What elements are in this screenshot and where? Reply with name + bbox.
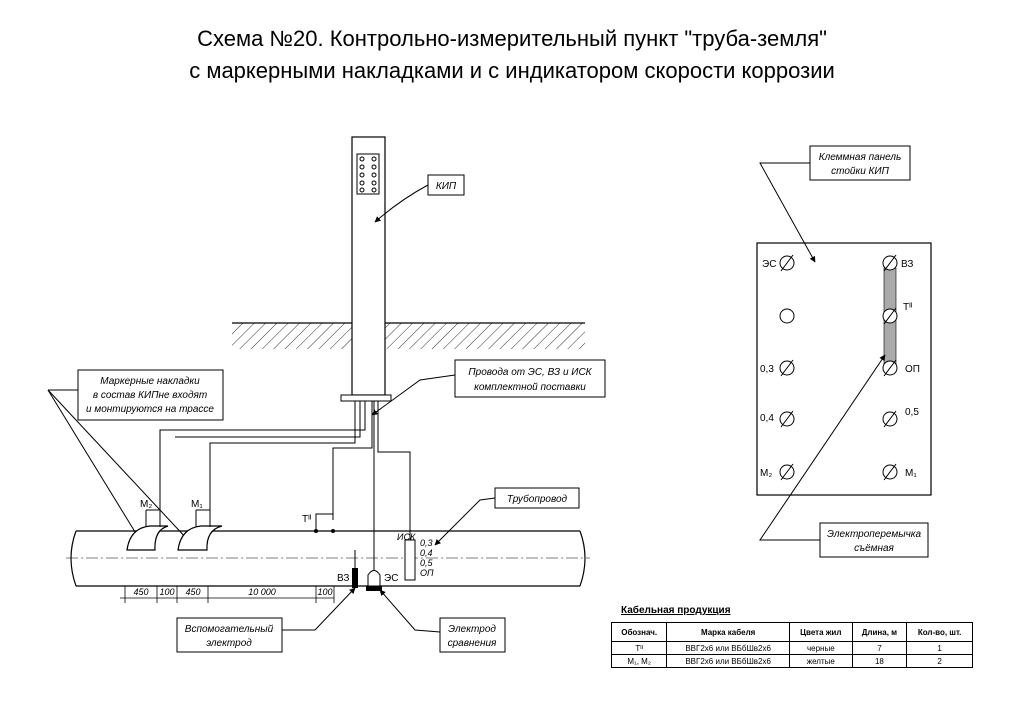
t-terminal: Тᴵᴵ	[302, 513, 335, 533]
panel-vz-label: ВЗ	[901, 259, 913, 270]
isk-04-label: 0,4	[420, 548, 433, 558]
es-label: ЭС	[384, 573, 398, 584]
pipeline-callout: Трубопровод	[434, 487, 580, 546]
dimension-values: 450 100 450 10 000 100	[133, 587, 332, 597]
ref-electrode-callout: Электрод сравнения	[379, 589, 506, 653]
marker-m1-label: М₁	[191, 499, 203, 510]
terminal-m2: М₂	[760, 463, 795, 481]
header-core-color: Цвета жил	[788, 622, 853, 642]
terminal-panel: ЭС 0,3 0,4 М₂ ВЗ Тᴵᴵ ОП	[756, 242, 932, 496]
wires-callout-line-2: комплектной поставки	[474, 382, 586, 393]
wires-callout: Провода от ЭС, ВЗ и ИСК комплектной пост…	[371, 359, 606, 416]
pipeline-callout-label: Трубопровод	[507, 493, 568, 505]
isk-indicator: ИСК 0,3 0,4 0,5 ОП	[397, 532, 434, 581]
kip-callout-label: КИП	[436, 181, 457, 192]
dim-450-b: 450	[185, 587, 200, 597]
jumper-callout: Электроперемычка съёмная	[759, 354, 929, 558]
panel-m1-label: М₁	[905, 468, 917, 479]
header-quantity: Кол-во, шт.	[906, 622, 973, 642]
wires-callout-line-1: Провода от ЭС, ВЗ и ИСК	[468, 367, 592, 378]
panel-t-label: Тᴵᴵ	[903, 302, 913, 313]
terminal-vz: ВЗ	[882, 254, 913, 272]
panel-callout-line-1: Клеммная панель	[819, 152, 902, 163]
ref-electrode-line-1: Электрод	[448, 624, 496, 635]
markers-callout-line-1: Маркерные накладки	[100, 376, 200, 387]
aux-electrode-line-2: электрод	[206, 638, 252, 649]
cable-table-header-row: Обознач. Марка кабеля Цвета жил Длина, м…	[610, 622, 973, 642]
table-row: Тᴵᴵ ВВГ2х6 или ВБбШв2х6 черные 7 1	[610, 641, 973, 655]
cable-table-caption: Кабельная продукция	[621, 605, 731, 616]
table-cell: черные	[788, 641, 853, 655]
isk-05-label: 0,5	[420, 558, 434, 568]
wire-bundle	[159, 401, 411, 570]
table-cell: 7	[851, 641, 908, 655]
table-cell: желтые	[788, 654, 853, 668]
isk-label: ИСК	[397, 532, 416, 542]
kip-terminal-bolts	[359, 156, 377, 193]
table-cell: 2	[906, 654, 973, 668]
panel-m2-label: М₂	[760, 468, 772, 479]
kip-post	[340, 136, 392, 402]
dim-100-a: 100	[159, 587, 174, 597]
dim-10000: 10 000	[248, 587, 276, 597]
terminal-op: ОП	[882, 359, 920, 377]
panel-callout-line-2: стойки КИП	[831, 166, 889, 177]
aux-electrode-callout: Вспомогательный электрод	[176, 587, 356, 653]
panel-05-label: 0,5	[905, 407, 919, 418]
header-length: Длина, м	[851, 622, 908, 642]
marker-m2-label: М₂	[140, 499, 152, 510]
panel-op-label: ОП	[905, 364, 920, 375]
panel-es-label: ЭС	[762, 259, 776, 270]
jumper-callout-line-1: Электроперемычка	[827, 529, 922, 540]
panel-04-label: 0,4	[760, 413, 774, 424]
header-cable-brand: Марка кабеля	[666, 622, 790, 642]
diagram-title-line-2: с маркерными накладками и с индикатором …	[189, 58, 835, 83]
panel-callout: Клеммная панель стойки КИП	[759, 145, 911, 263]
terminal-03: 0,3	[760, 359, 795, 377]
diagram-title-line-1: Схема №20. Контрольно-измерительный пунк…	[197, 26, 827, 51]
header-designation: Обознач.	[610, 622, 668, 642]
panel-03-label: 0,3	[760, 364, 774, 375]
table-cell: М₁, М₂	[610, 654, 668, 668]
markers-callout-line-3: и монтируются на трассе	[86, 404, 214, 415]
cable-table: Обознач. Марка кабеля Цвета жил Длина, м…	[610, 622, 973, 668]
vz-label: ВЗ	[337, 573, 349, 584]
terminal-05: 0,5	[882, 407, 919, 428]
marker-pad-m1: М₁	[177, 499, 223, 551]
kip-callout: КИП	[374, 174, 465, 223]
table-row: М₁, М₂ ВВГ2х6 или ВБбШв2х6 желтые 18 2	[610, 654, 973, 668]
table-cell: ВВГ2х6 или ВБбШв2х6	[666, 654, 790, 668]
table-cell: Тᴵᴵ	[610, 641, 668, 655]
marker-pad-m2: М₂	[126, 499, 169, 551]
t-terminal-label: Тᴵᴵ	[302, 514, 312, 525]
isk-op-label: ОП	[420, 568, 434, 578]
terminal-es: ЭС	[762, 254, 795, 272]
terminal-empty	[779, 308, 795, 324]
ref-electrode-line-2: сравнения	[448, 638, 497, 649]
table-cell: 1	[906, 641, 973, 655]
terminal-t: Тᴵᴵ	[882, 302, 913, 325]
reference-electrode: ЭС	[366, 570, 398, 591]
ground-surface	[232, 318, 585, 358]
dimension-line	[120, 586, 335, 603]
auxiliary-electrode: ВЗ	[337, 550, 358, 588]
dim-100-b: 100	[317, 587, 332, 597]
markers-callout: Маркерные накладки в состав КИПне входят…	[47, 369, 224, 541]
dim-450-a: 450	[133, 587, 148, 597]
jumper-callout-line-2: съёмная	[854, 543, 894, 554]
isk-03-label: 0,3	[420, 538, 433, 548]
markers-callout-line-2: в состав КИПне входят	[93, 390, 207, 401]
table-cell: ВВГ2х6 или ВБбШв2х6	[666, 641, 790, 655]
terminal-04: 0,4	[760, 410, 795, 428]
terminal-m1: М₁	[882, 463, 917, 481]
table-cell: 18	[851, 654, 908, 668]
aux-electrode-line-1: Вспомогательный	[185, 624, 274, 635]
